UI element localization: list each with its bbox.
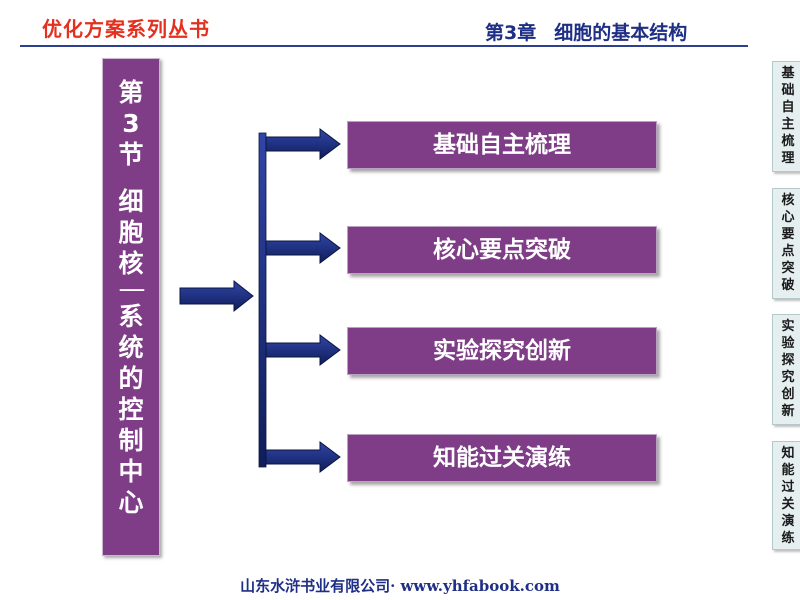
side-tab-basics[interactable]: 基 础 自 主 梳 理 [772,61,800,172]
side-tab-char: 点 [781,244,795,259]
side-tab-char: 验 [781,336,795,351]
side-tab-char: 心 [781,210,795,225]
side-tab-char: 练 [781,531,795,546]
side-tab-char: 演 [781,514,795,529]
menu-button-basics[interactable]: 基础自主梳理 [347,121,657,169]
side-tab-char: 核 [781,193,795,208]
section-char: 心 [118,488,144,517]
side-tab-char: 主 [781,117,795,132]
section-char: 核 [118,249,144,278]
side-tab-char: 梳 [781,134,795,149]
side-tab-char: 自 [781,100,795,115]
side-tab-char: 基 [781,66,795,81]
header-divider [20,45,748,47]
chapter-title: 第3章细胞的基本结构 [485,18,687,45]
branch-arrow-icon [265,441,341,473]
side-tab-char: 探 [781,353,795,368]
side-tab-char: 能 [781,463,795,478]
side-tab-char: 实 [781,319,795,334]
side-tab-char: 知 [781,446,795,461]
side-tab-char: 究 [781,370,795,385]
section-title-text: 第 3 节 细 胞 核 —— 系 统 的 控 制 中 心 [103,77,159,518]
section-char: 系 [118,302,144,331]
section-char: 胞 [118,218,144,247]
side-tab-char: 破 [781,278,795,293]
side-tab-char: 突 [781,261,795,276]
side-tab-key-points[interactable]: 核 心 要 点 突 破 [772,188,800,299]
section-char: 控 [118,395,144,424]
side-tab-char: 新 [781,404,795,419]
chapter-number: 第3章 [485,22,537,44]
footer-publisher: 山东水浒书业有限公司· www.yhfabook.com [240,577,560,595]
side-tab-char: 关 [781,497,795,512]
section-char: 统 [118,333,144,362]
side-tab-char: 创 [781,387,795,402]
side-tab-char: 理 [781,151,795,166]
menu-button-experiment[interactable]: 实验探究创新 [347,327,657,375]
side-tab-char: 要 [781,227,795,242]
branch-arrow-icon [265,128,341,160]
chapter-name: 细胞的基本结构 [554,22,688,44]
section-char: 细 [118,187,144,216]
section-char: 第 [118,78,144,107]
side-tab-char: 过 [781,480,795,495]
menu-button-key-points[interactable]: 核心要点突破 [347,226,657,274]
section-char: 3 [122,109,140,138]
series-title: 优化方案系列丛书 [42,17,210,41]
section-char: 节 [118,140,144,169]
side-tab-experiment[interactable]: 实 验 探 究 创 新 [772,314,800,425]
section-title-box: 第 3 节 细 胞 核 —— 系 统 的 控 制 中 心 [102,58,160,556]
side-tab-practice[interactable]: 知 能 过 关 演 练 [772,441,800,550]
branch-arrow-icon [265,334,341,366]
side-tab-char: 础 [781,83,795,98]
section-char: 制 [118,426,144,455]
section-char: 的 [118,364,144,393]
main-arrow-icon [179,279,254,313]
section-dash: —— [119,282,145,298]
bracket-bar [258,132,267,468]
menu-button-practice[interactable]: 知能过关演练 [347,434,657,482]
branch-arrow-icon [265,232,341,264]
section-char: 中 [118,457,144,486]
